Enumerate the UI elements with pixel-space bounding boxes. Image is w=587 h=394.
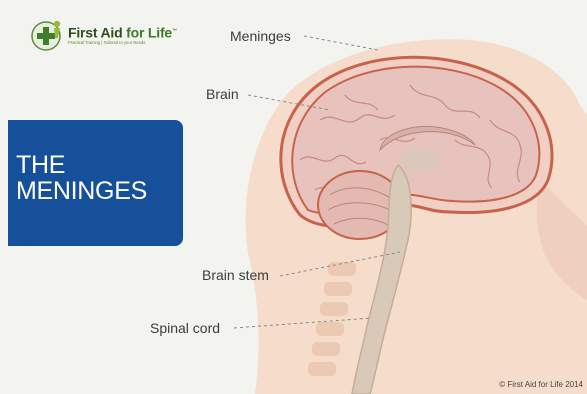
title-line-2: MENINGES [16, 178, 183, 204]
green-cross-person-icon [30, 18, 64, 52]
thalamus [398, 148, 442, 172]
label-meninges: Meninges [230, 28, 291, 44]
copyright-text: First Aid for Life 2014 [507, 380, 583, 389]
title-box: THE MENINGES [8, 120, 183, 246]
logo-name-part1: First Aid [68, 24, 122, 40]
first-aid-for-life-logo[interactable]: First Aid for Life™ Practical Training |… [30, 18, 177, 52]
logo-tm: ™ [172, 28, 177, 34]
logo-tagline: Practical Training | Tailored to your Ne… [68, 40, 177, 46]
title-line-1: THE [16, 152, 183, 178]
meninges-leader [304, 36, 378, 50]
copyright-icon: © [499, 380, 505, 389]
label-spinal-cord: Spinal cord [150, 320, 220, 336]
label-brain-stem: Brain stem [202, 267, 269, 283]
copyright-notice: © First Aid for Life 2014 [499, 380, 583, 389]
logo-name-part2: for Life [122, 24, 172, 40]
label-brain: Brain [206, 86, 239, 102]
